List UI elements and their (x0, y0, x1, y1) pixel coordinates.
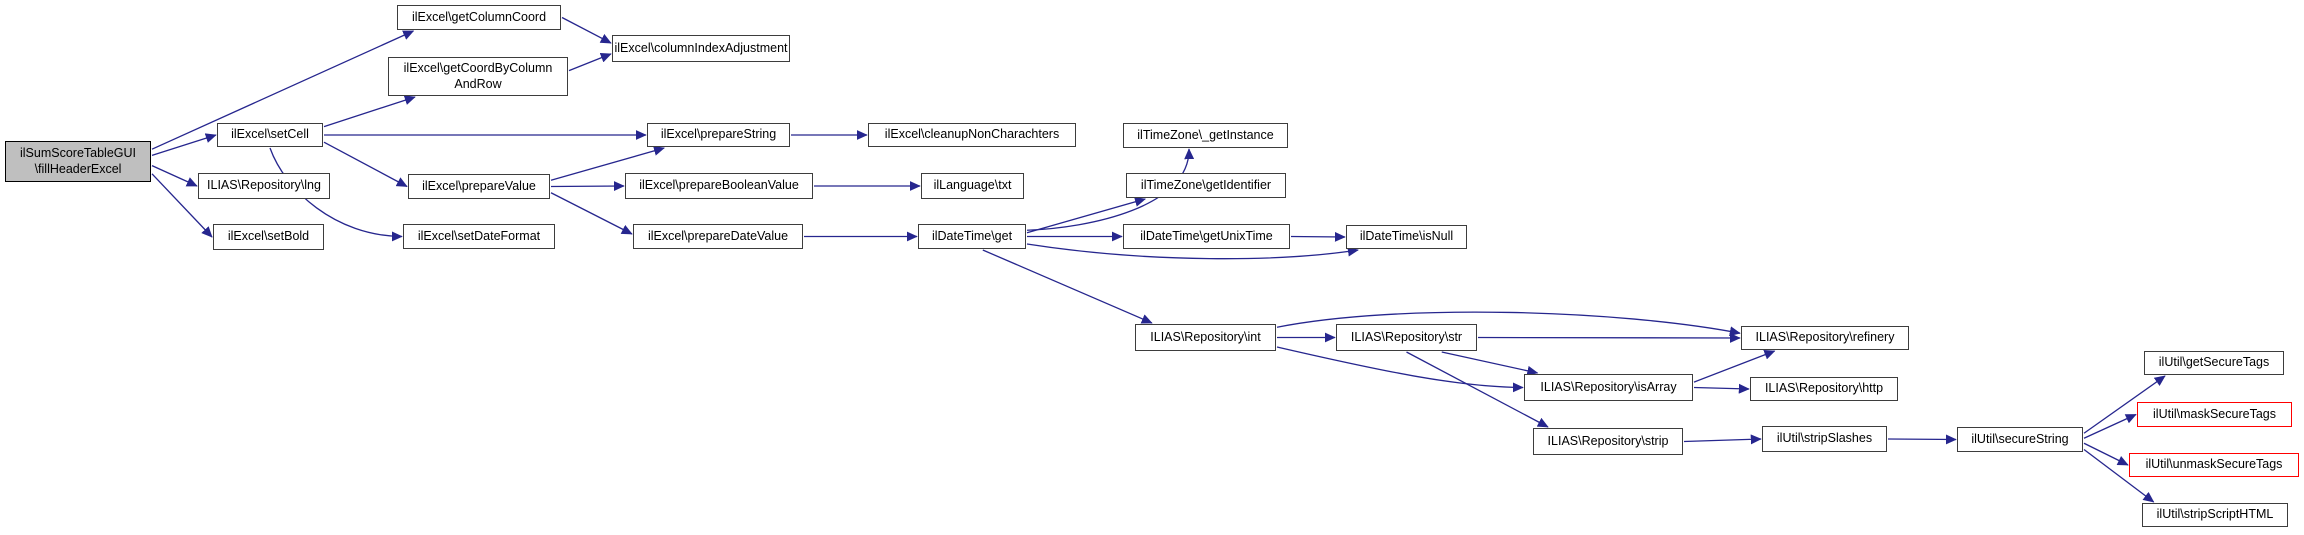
graph-node-getIdentifier[interactable]: ilTimeZone\getIdentifier (1126, 173, 1286, 198)
graph-node-setDateFormat[interactable]: ilExcel\setDateFormat (403, 224, 555, 249)
node-label: ILIAS\Repository\int (1150, 329, 1261, 344)
node-label: ilTimeZone\getIdentifier (1140, 177, 1272, 192)
graph-node-getUnixTime[interactable]: ilDateTime\getUnixTime (1123, 224, 1290, 249)
node-label: ilExcel\prepareValue (422, 178, 536, 193)
graph-node-cleanupNonCharachters[interactable]: ilExcel\cleanupNonCharachters (868, 123, 1076, 147)
graph-node-strip[interactable]: ILIAS\Repository\strip (1533, 428, 1683, 455)
node-label: ilDateTime\get (931, 228, 1013, 243)
node-label: ilUtil\stripScriptHTML (2156, 507, 2274, 522)
graph-node-prepareDateValue[interactable]: ilExcel\prepareDateValue (633, 224, 803, 249)
graph-node-stripSlashes[interactable]: ilUtil\stripSlashes (1762, 426, 1887, 452)
node-label: ilExcel\prepareString (660, 127, 777, 142)
graph-node-isArray[interactable]: ILIAS\Repository\isArray (1524, 374, 1693, 401)
graph-node-setCell[interactable]: ilExcel\setCell (217, 123, 323, 147)
node-label: ilExcel\cleanupNonCharachters (884, 127, 1060, 142)
node-label: ilTimeZone\_getInstance (1137, 127, 1274, 142)
node-label: ilUtil\getSecureTags (2158, 355, 2270, 370)
graph-node-refinery[interactable]: ILIAS\Repository\refinery (1741, 326, 1909, 350)
node-label: ilDateTime\getUnixTime (1140, 228, 1273, 243)
graph-node-txt[interactable]: ilLanguage\txt (921, 173, 1024, 199)
node-label: ilExcel\getCoordByColumn (403, 60, 553, 75)
graph-node-str[interactable]: ILIAS\Repository\str (1336, 324, 1477, 351)
node-label: \fillHeaderExcel (34, 161, 122, 176)
node-label: ILIAS\Repository\refinery (1755, 330, 1895, 345)
node-label: ilExcel\getColumnCoord (411, 9, 547, 24)
graph-node-getColumnCoord[interactable]: ilExcel\getColumnCoord (397, 5, 561, 30)
graph-node-prepareValue[interactable]: ilExcel\prepareValue (408, 174, 550, 199)
node-label: ilDateTime\isNull (1359, 229, 1454, 244)
graph-node-fillHeaderExcel: ilSumScoreTableGUI\fillHeaderExcel (5, 141, 151, 182)
node-label: ilExcel\columnIndexAdjustment (614, 40, 788, 55)
graph-node-getInstance[interactable]: ilTimeZone\_getInstance (1123, 123, 1288, 148)
graph-node-unmaskSecureTags[interactable]: ilUtil\unmaskSecureTags (2129, 453, 2299, 477)
node-label: ilUtil\maskSecureTags (2153, 406, 2276, 421)
graph-node-prepareString[interactable]: ilExcel\prepareString (647, 123, 790, 147)
node-label: ILIAS\Repository\http (1764, 381, 1884, 396)
node-label: ilUtil\unmaskSecureTags (2145, 457, 2283, 472)
graph-node-prepareBooleanValue[interactable]: ilExcel\prepareBooleanValue (625, 173, 813, 199)
node-label: ILIAS\Repository\strip (1547, 433, 1669, 448)
graph-node-get[interactable]: ilDateTime\get (918, 224, 1026, 249)
node-label: ILIAS\Repository\lng (207, 178, 321, 193)
graph-node-setBold[interactable]: ilExcel\setBold (213, 224, 324, 250)
graph-node-secureString[interactable]: ilUtil\secureString (1957, 427, 2083, 452)
graph-node-stripScriptHTML[interactable]: ilUtil\stripScriptHTML (2142, 503, 2288, 527)
graph-node-lng[interactable]: ILIAS\Repository\lng (198, 173, 330, 199)
node-label: ilUtil\secureString (1971, 431, 2069, 446)
node-label: ilSumScoreTableGUI (19, 145, 136, 160)
node-label: ilExcel\setDateFormat (417, 228, 541, 243)
graph-node-getSecureTags[interactable]: ilUtil\getSecureTags (2144, 351, 2284, 375)
node-label: ilExcel\prepareDateValue (647, 228, 789, 243)
graph-node-http[interactable]: ILIAS\Repository\http (1750, 377, 1898, 401)
node-label: ilLanguage\txt (933, 178, 1012, 193)
node-label: ILIAS\Repository\isArray (1540, 379, 1677, 394)
node-label: AndRow (454, 76, 502, 91)
node-label: ilExcel\setBold (227, 229, 310, 244)
graph-node-isNull[interactable]: ilDateTime\isNull (1346, 225, 1467, 249)
graph-node-maskSecureTags[interactable]: ilUtil\maskSecureTags (2137, 402, 2292, 427)
graph-node-columnIndexAdjustment[interactable]: ilExcel\columnIndexAdjustment (612, 35, 790, 62)
node-label: ilExcel\prepareBooleanValue (639, 178, 799, 193)
node-label: ilUtil\stripSlashes (1776, 431, 1873, 446)
node-label: ILIAS\Repository\str (1350, 329, 1463, 344)
graph-node-int[interactable]: ILIAS\Repository\int (1135, 324, 1276, 351)
node-label: ilExcel\setCell (231, 127, 309, 142)
